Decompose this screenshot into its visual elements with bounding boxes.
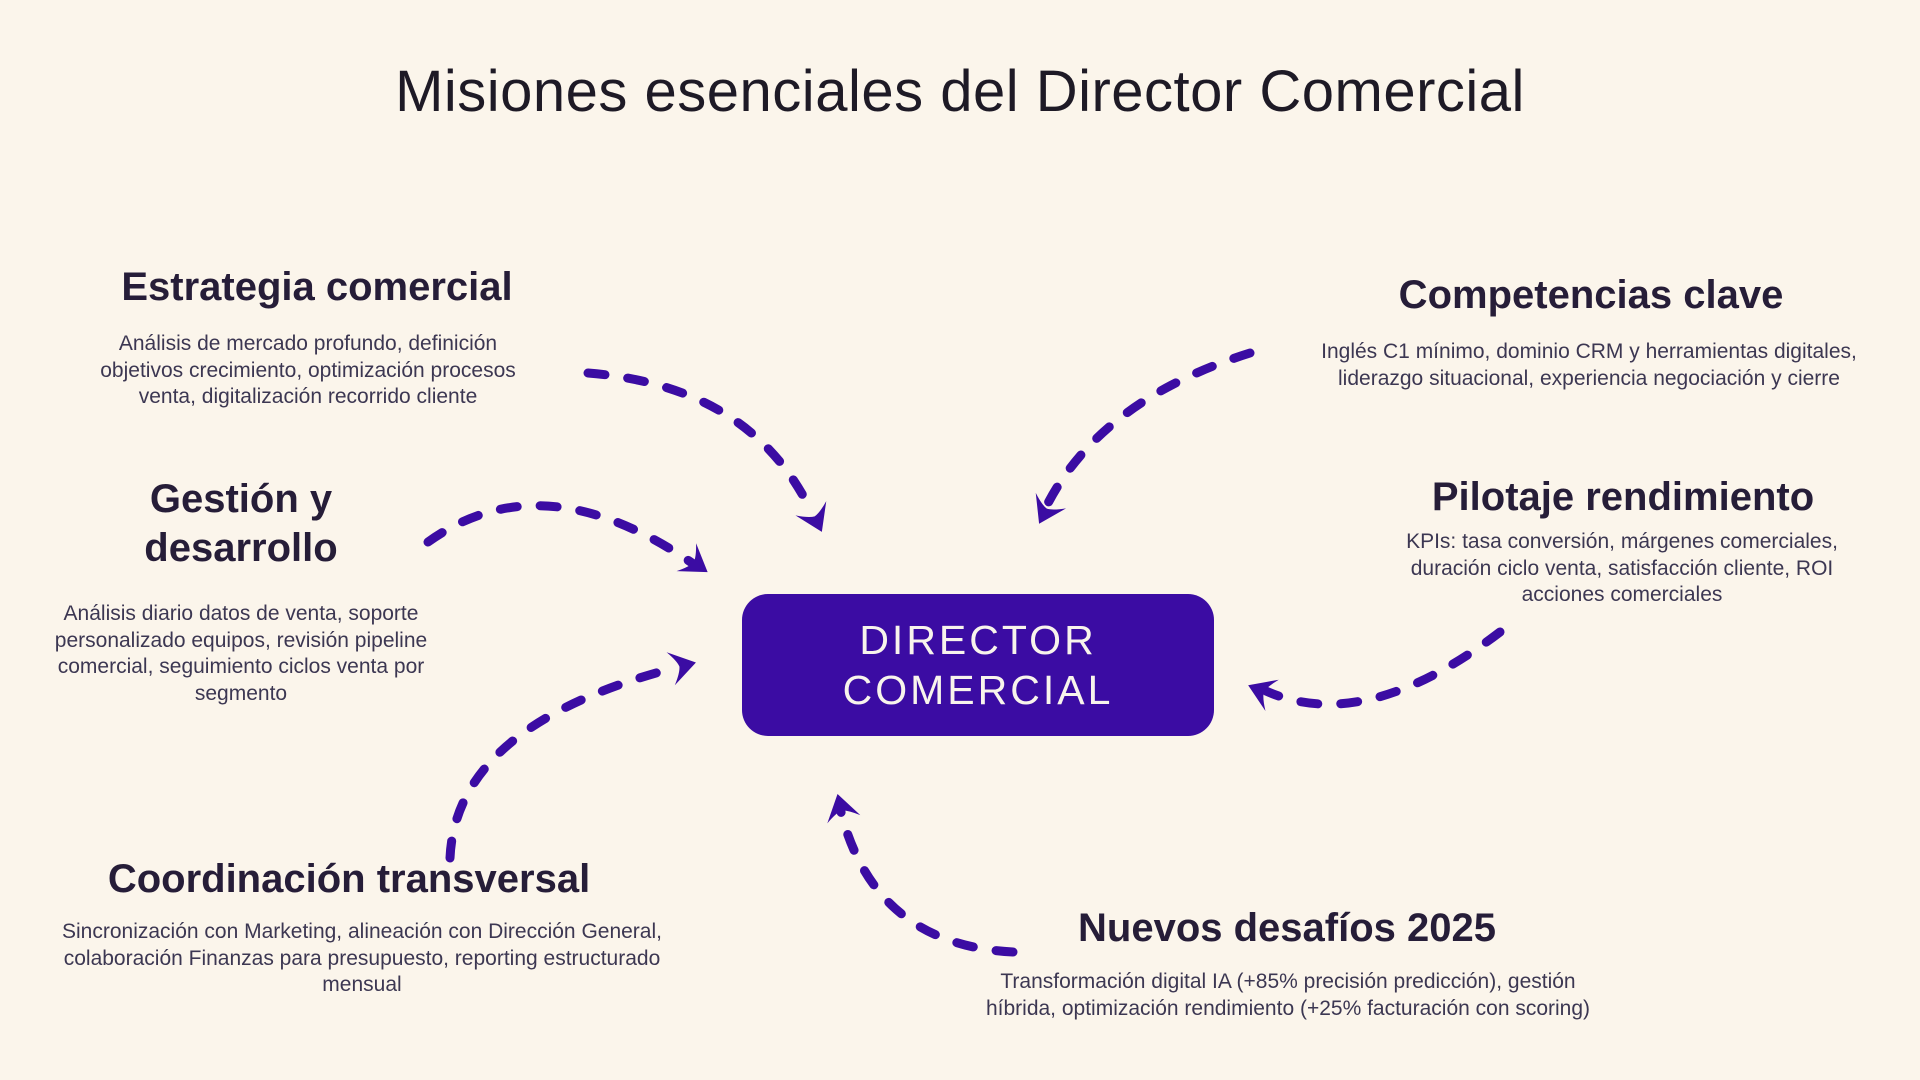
body-competencias-clave: Inglés C1 mínimo, dominio CRM y herramie… [1321, 339, 1857, 392]
center-node-director-comercial: DIRECTOR COMERCIAL [742, 594, 1214, 736]
heading-line: desarrollo [144, 526, 338, 570]
body-nuevos-desafios-2025: Transformación digital IA (+85% precisió… [986, 969, 1590, 1022]
body-line: liderazgo situacional, experiencia negoc… [1338, 366, 1840, 390]
arrowhead-icon [795, 501, 838, 539]
arrowhead-icon [676, 543, 718, 587]
body-line: Sincronización con Marketing, alineación… [62, 920, 662, 943]
body-line: Transformación digital IA (+85% precisió… [1000, 970, 1576, 993]
body-line: mensual [322, 973, 402, 996]
body-line: personalizado equipos, revisión pipeline [54, 628, 428, 652]
arrow-gestion-to-center [423, 501, 718, 587]
body-gestion-y-desarrollo: Análisis diario datos de venta, soporte … [55, 601, 427, 707]
arrow-estrategia-to-center [583, 368, 838, 539]
body-line: duración ciclo venta, satisfacción clien… [1410, 556, 1834, 580]
body-line: KPIs: tasa conversión, márgenes comercia… [1406, 530, 1838, 553]
heading-pilotaje-rendimiento: Pilotaje rendimiento [1431, 475, 1815, 519]
arrowhead-icon [1241, 669, 1279, 712]
body-line: colaboración Finanzas para presupuesto, … [63, 946, 661, 970]
arrowhead-icon [821, 789, 861, 824]
heading-coordinacion-transversal: Coordinación transversal [107, 857, 591, 901]
body-line: acciones comerciales [1521, 583, 1723, 606]
arrow-nuevos-to-center [821, 789, 1018, 957]
body-estrategia-comercial: Análisis de mercado profundo, definición… [100, 331, 516, 411]
body-line: objetivos crecimiento, optimización proc… [100, 358, 516, 382]
arrow-competencias-to-center [1023, 348, 1255, 532]
body-line: Análisis de mercado profundo, definición [118, 332, 498, 355]
arrowhead-icon [666, 646, 701, 686]
arrowhead-icon [1023, 492, 1067, 532]
arrow-pilotaje-to-center [1241, 627, 1505, 712]
heading-estrategia-comercial: Estrategia comercial [121, 265, 513, 309]
body-line: híbrida, optimización rendimiento (+25% … [985, 996, 1591, 1020]
heading-line: Gestión y [149, 477, 333, 521]
heading-nuevos-desafios-2025: Nuevos desafíos 2025 [1078, 906, 1496, 950]
arrow-coordinacion-to-center [445, 646, 701, 863]
body-coordinacion-transversal: Sincronización con Marketing, alineación… [62, 919, 662, 999]
body-line: Inglés C1 mínimo, dominio CRM y herramie… [1321, 340, 1857, 363]
body-line: segmento [194, 681, 288, 705]
center-node-line: COMERCIAL [842, 667, 1114, 713]
body-pilotaje-rendimiento: KPIs: tasa conversión, márgenes comercia… [1406, 529, 1838, 609]
body-line: Análisis diario datos de venta, soporte [63, 602, 419, 625]
body-line: comercial, seguimiento ciclos venta por [57, 655, 425, 678]
page-title: Misiones esenciales del Director Comerci… [395, 59, 1525, 124]
center-node-line: DIRECTOR [859, 617, 1097, 663]
heading-gestion-y-desarrollo: Gestión y desarrollo [144, 475, 337, 573]
body-line: venta, digitalización recorrido cliente [138, 385, 478, 408]
heading-competencias-clave: Competencias clave [1398, 273, 1784, 317]
